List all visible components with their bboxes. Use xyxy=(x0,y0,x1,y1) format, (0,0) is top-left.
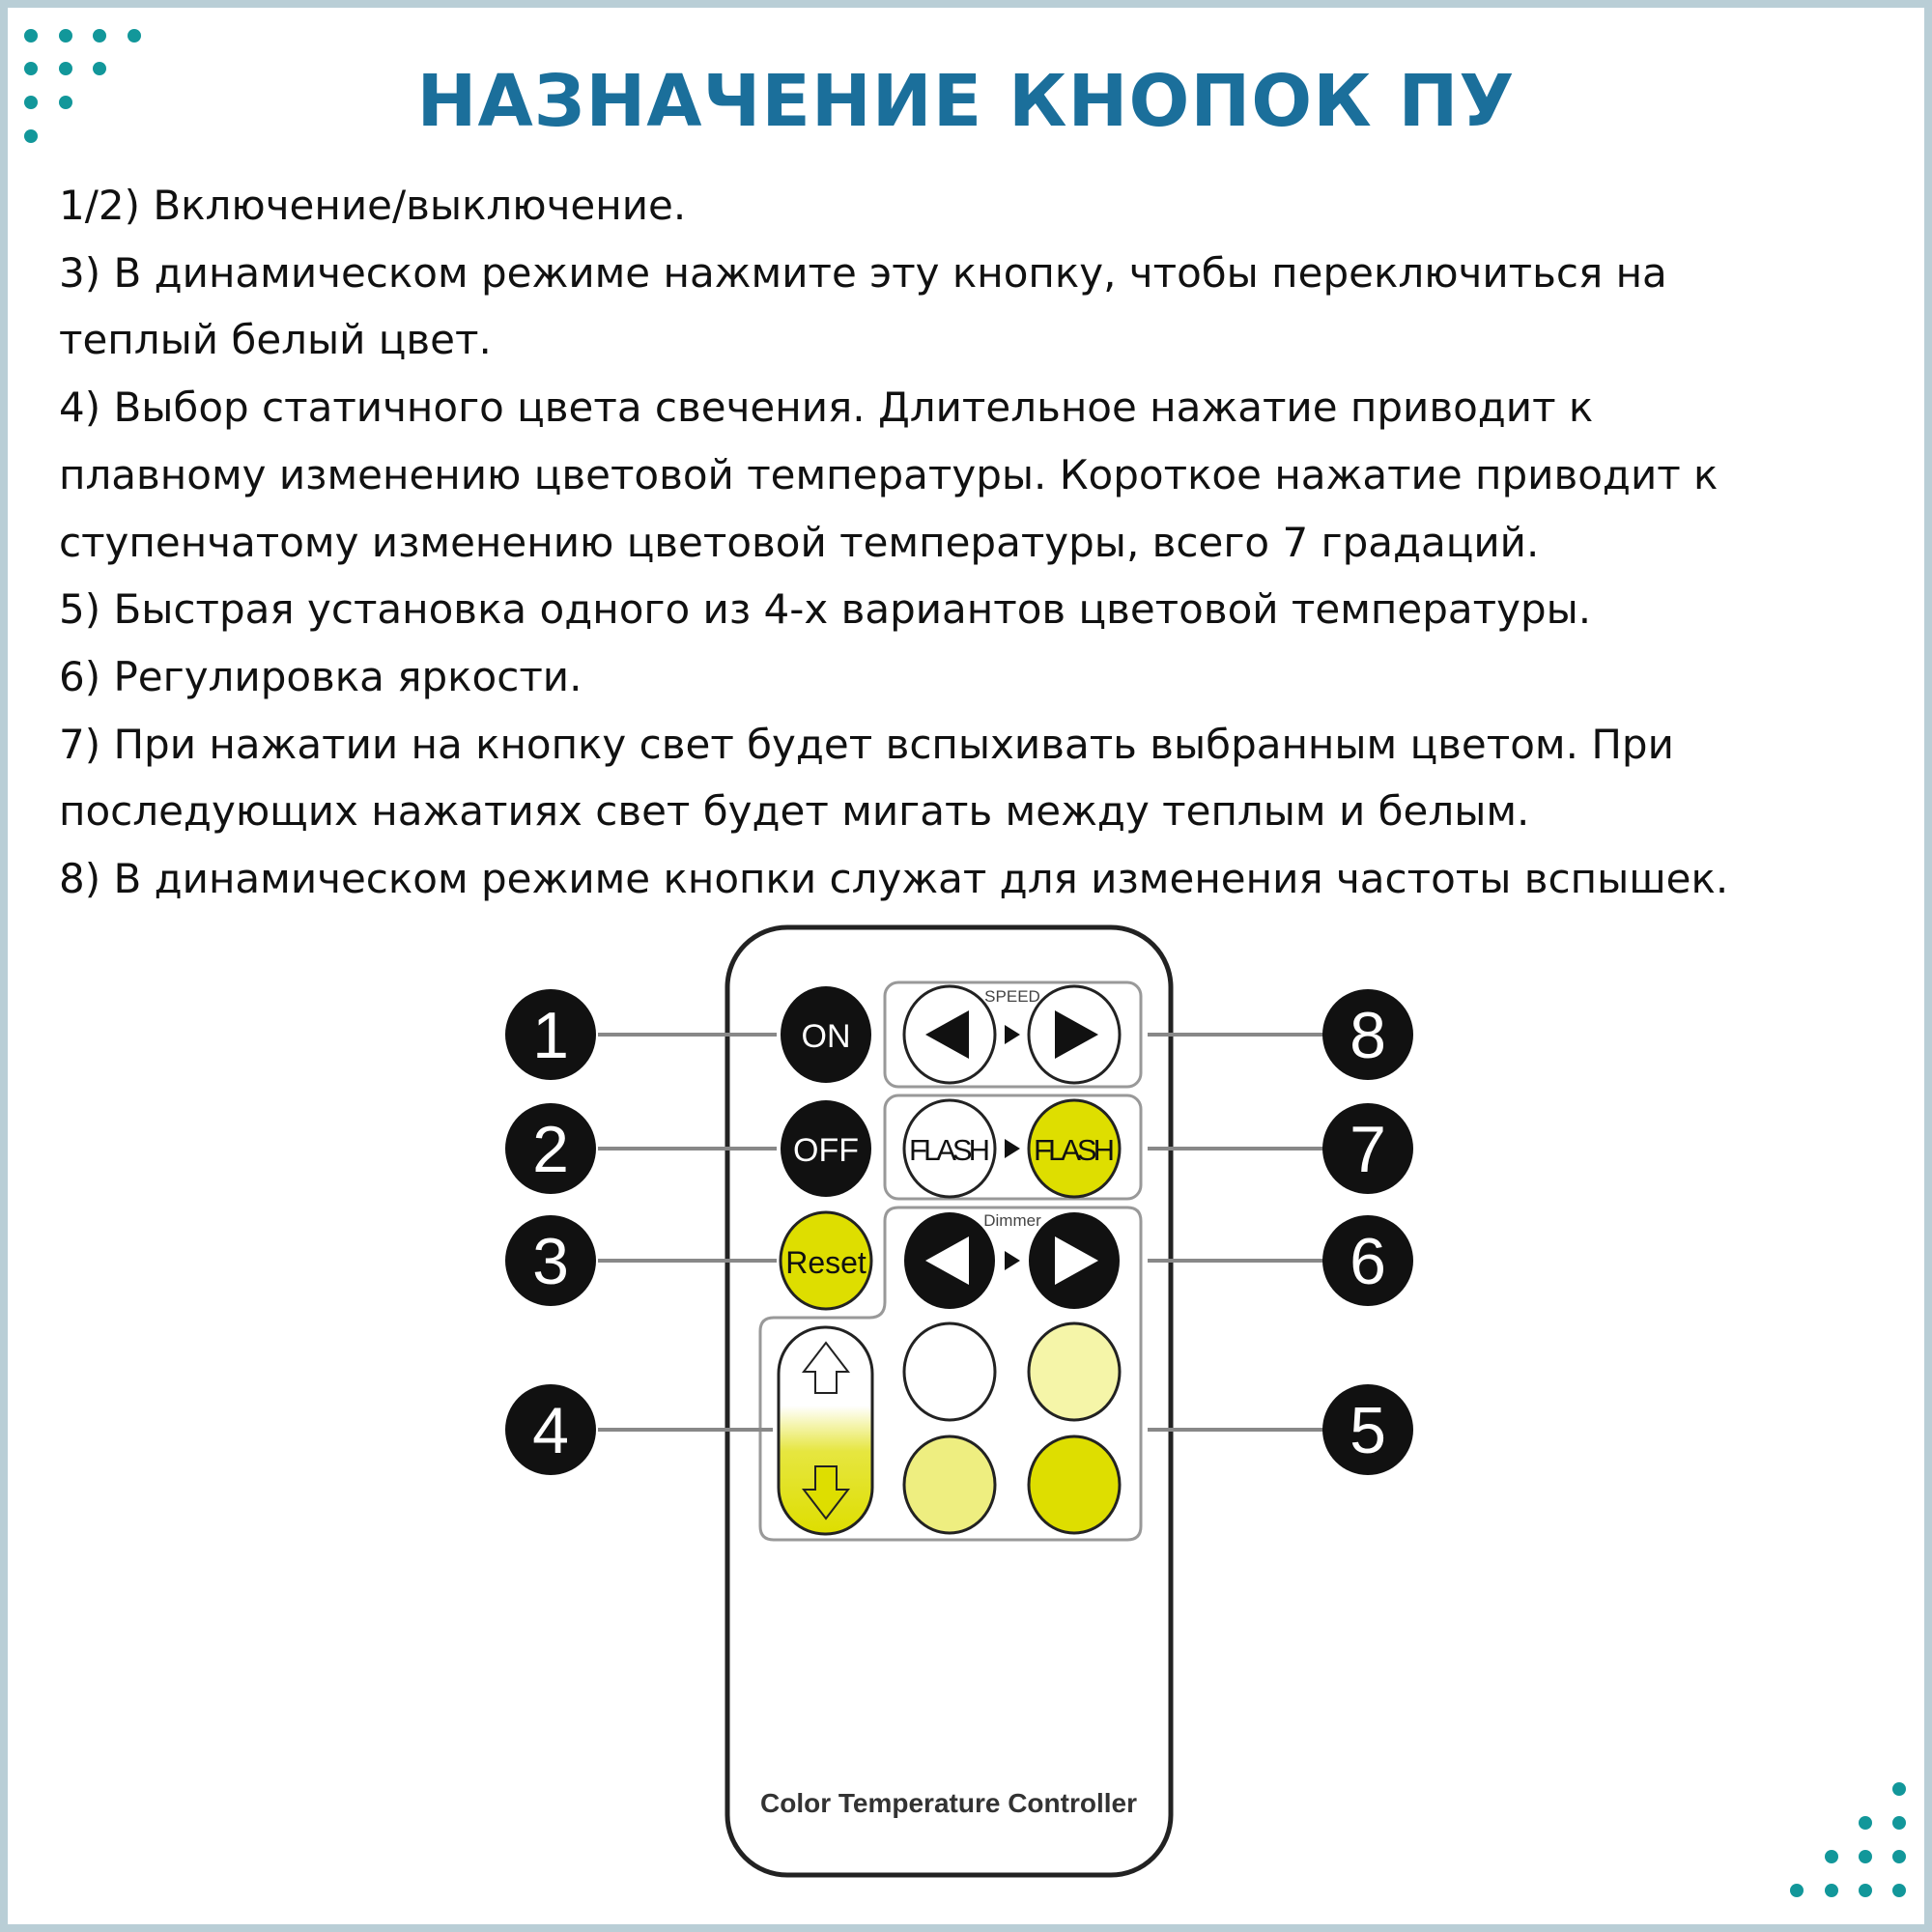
instruction-line: 4) Выбор статичного цвета свечения. Длит… xyxy=(59,384,1594,432)
arrow-up-icon xyxy=(801,1341,851,1394)
speed-panel xyxy=(883,980,1143,1089)
speed-down-button xyxy=(902,984,997,1085)
svg-text:3: 3 xyxy=(532,1225,569,1298)
preset-white-button xyxy=(902,1321,997,1422)
svg-text:8: 8 xyxy=(1350,999,1386,1072)
dimmer-down-button xyxy=(904,1212,995,1309)
callout-8: 8 xyxy=(1322,989,1413,1080)
callout-1: 1 xyxy=(505,989,596,1080)
svg-text:ON: ON xyxy=(802,1018,851,1055)
speed-up-button xyxy=(1027,984,1122,1085)
instruction-line: 3) В динамическом режиме нажмите эту кно… xyxy=(59,248,1667,297)
off-button: OFF xyxy=(781,1100,871,1197)
svg-text:4: 4 xyxy=(532,1394,569,1467)
left-arrow-icon xyxy=(925,1010,969,1059)
page-title: НАЗНАЧЕНИЕ КНОПОК ПУ xyxy=(416,60,1516,143)
svg-text:OFF: OFF xyxy=(793,1132,859,1169)
right-arrow-icon xyxy=(1055,1010,1098,1059)
callout-2: 2 xyxy=(505,1103,596,1194)
small-arrow-icon xyxy=(1005,1139,1020,1158)
svg-text:7: 7 xyxy=(1350,1113,1386,1186)
instruction-line: ступенчатому изменению цветовой температ… xyxy=(59,518,1540,566)
instruction-line: последующих нажатиях свет будет мигать м… xyxy=(59,787,1530,836)
right-arrow-icon xyxy=(1055,1236,1098,1285)
dimmer-label: Dimmer xyxy=(983,1211,1041,1230)
dimmer-up-button xyxy=(1029,1212,1120,1309)
instructions: 1/2) Включение/выключение. 3) В динамиче… xyxy=(59,172,1894,913)
callout-5: 5 xyxy=(1322,1384,1413,1475)
instruction-line: 1/2) Включение/выключение. xyxy=(59,182,687,229)
speed-label: SPEED xyxy=(984,987,1040,1006)
svg-text:FLASH: FLASH xyxy=(1034,1133,1115,1167)
instruction-line: теплый белый цвет. xyxy=(59,316,492,364)
svg-text:Reset: Reset xyxy=(785,1245,867,1280)
reset-button: Reset xyxy=(779,1210,873,1311)
arrow-down-icon xyxy=(801,1465,851,1520)
remote-label: Color Temperature Controller xyxy=(760,1788,1137,1818)
preset-warmest-button xyxy=(1027,1435,1122,1535)
instruction-line: 8) В динамическом режиме кнопки служат д… xyxy=(59,855,1729,903)
instruction-line: 5) Быстрая установка одного из 4-х вариа… xyxy=(59,585,1592,634)
preset-warm-button xyxy=(902,1435,997,1535)
on-button: ON xyxy=(781,986,871,1083)
small-arrow-icon xyxy=(1005,1025,1020,1044)
instruction-line: 6) Регулировка яркости. xyxy=(59,652,582,700)
callout-4: 4 xyxy=(505,1384,596,1475)
svg-text:2: 2 xyxy=(532,1113,569,1186)
flash-panel xyxy=(883,1094,1143,1201)
svg-text:5: 5 xyxy=(1350,1394,1386,1467)
preset-light-warm-button xyxy=(1027,1321,1122,1422)
callout-7: 7 xyxy=(1322,1103,1413,1194)
instruction-line: 7) При нажатии на кнопку свет будет вспы… xyxy=(59,720,1674,768)
color-temp-slider-button xyxy=(777,1325,874,1536)
color-panel xyxy=(758,1206,1143,1542)
callout-6: 6 xyxy=(1322,1215,1413,1306)
small-arrow-icon xyxy=(1005,1251,1020,1270)
callout-3: 3 xyxy=(505,1215,596,1306)
left-arrow-icon xyxy=(925,1236,969,1285)
svg-text:6: 6 xyxy=(1350,1225,1386,1298)
svg-text:FLASH: FLASH xyxy=(909,1133,990,1167)
flash-warm-button: FLASH xyxy=(1027,1098,1122,1199)
instruction-line: плавному изменению цветовой температуры.… xyxy=(59,450,1719,498)
svg-text:1: 1 xyxy=(532,999,569,1072)
flash-white-button: FLASH xyxy=(902,1098,997,1199)
